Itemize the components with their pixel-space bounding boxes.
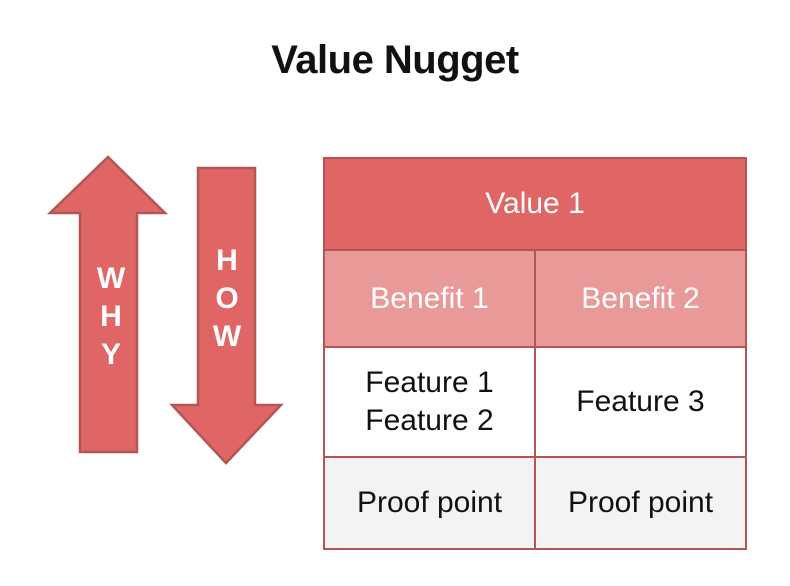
value-cell: Value 1 bbox=[323, 157, 747, 251]
feature-row: Feature 1 Feature 2 Feature 3 bbox=[323, 346, 747, 458]
feature-line-1: Feature 1 bbox=[365, 366, 494, 399]
how-arrow-label: H O W bbox=[195, 242, 259, 356]
why-letter-3: Y bbox=[100, 338, 121, 371]
value-nugget-table: Value 1 Benefit 1 Benefit 2 Feature 1 Fe… bbox=[323, 157, 747, 550]
proof-point-2-cell: Proof point bbox=[534, 456, 747, 550]
benefit-1-cell: Benefit 1 bbox=[323, 249, 536, 348]
how-letter-3: W bbox=[212, 320, 242, 353]
why-arrow-label: W H Y bbox=[79, 260, 143, 374]
why-letter-1: W bbox=[96, 262, 126, 295]
how-letter-1: H bbox=[216, 244, 238, 277]
feature-line-2: Feature 2 bbox=[365, 404, 494, 437]
feature-line-3: Feature 3 bbox=[576, 385, 705, 418]
how-letter-2: O bbox=[215, 282, 239, 315]
benefit-2-cell: Benefit 2 bbox=[534, 249, 747, 348]
feature-cell-2: Feature 3 bbox=[534, 346, 747, 458]
value-row: Value 1 bbox=[323, 157, 747, 251]
proof-point-1-cell: Proof point bbox=[323, 456, 536, 550]
proof-row: Proof point Proof point bbox=[323, 456, 747, 550]
how-down-arrow-icon bbox=[169, 166, 284, 465]
diagram-title: Value Nugget bbox=[271, 38, 519, 82]
benefit-row: Benefit 1 Benefit 2 bbox=[323, 249, 747, 348]
why-up-arrow-icon bbox=[46, 155, 169, 454]
feature-cell-1: Feature 1 Feature 2 bbox=[323, 346, 536, 458]
why-letter-2: H bbox=[100, 300, 122, 333]
